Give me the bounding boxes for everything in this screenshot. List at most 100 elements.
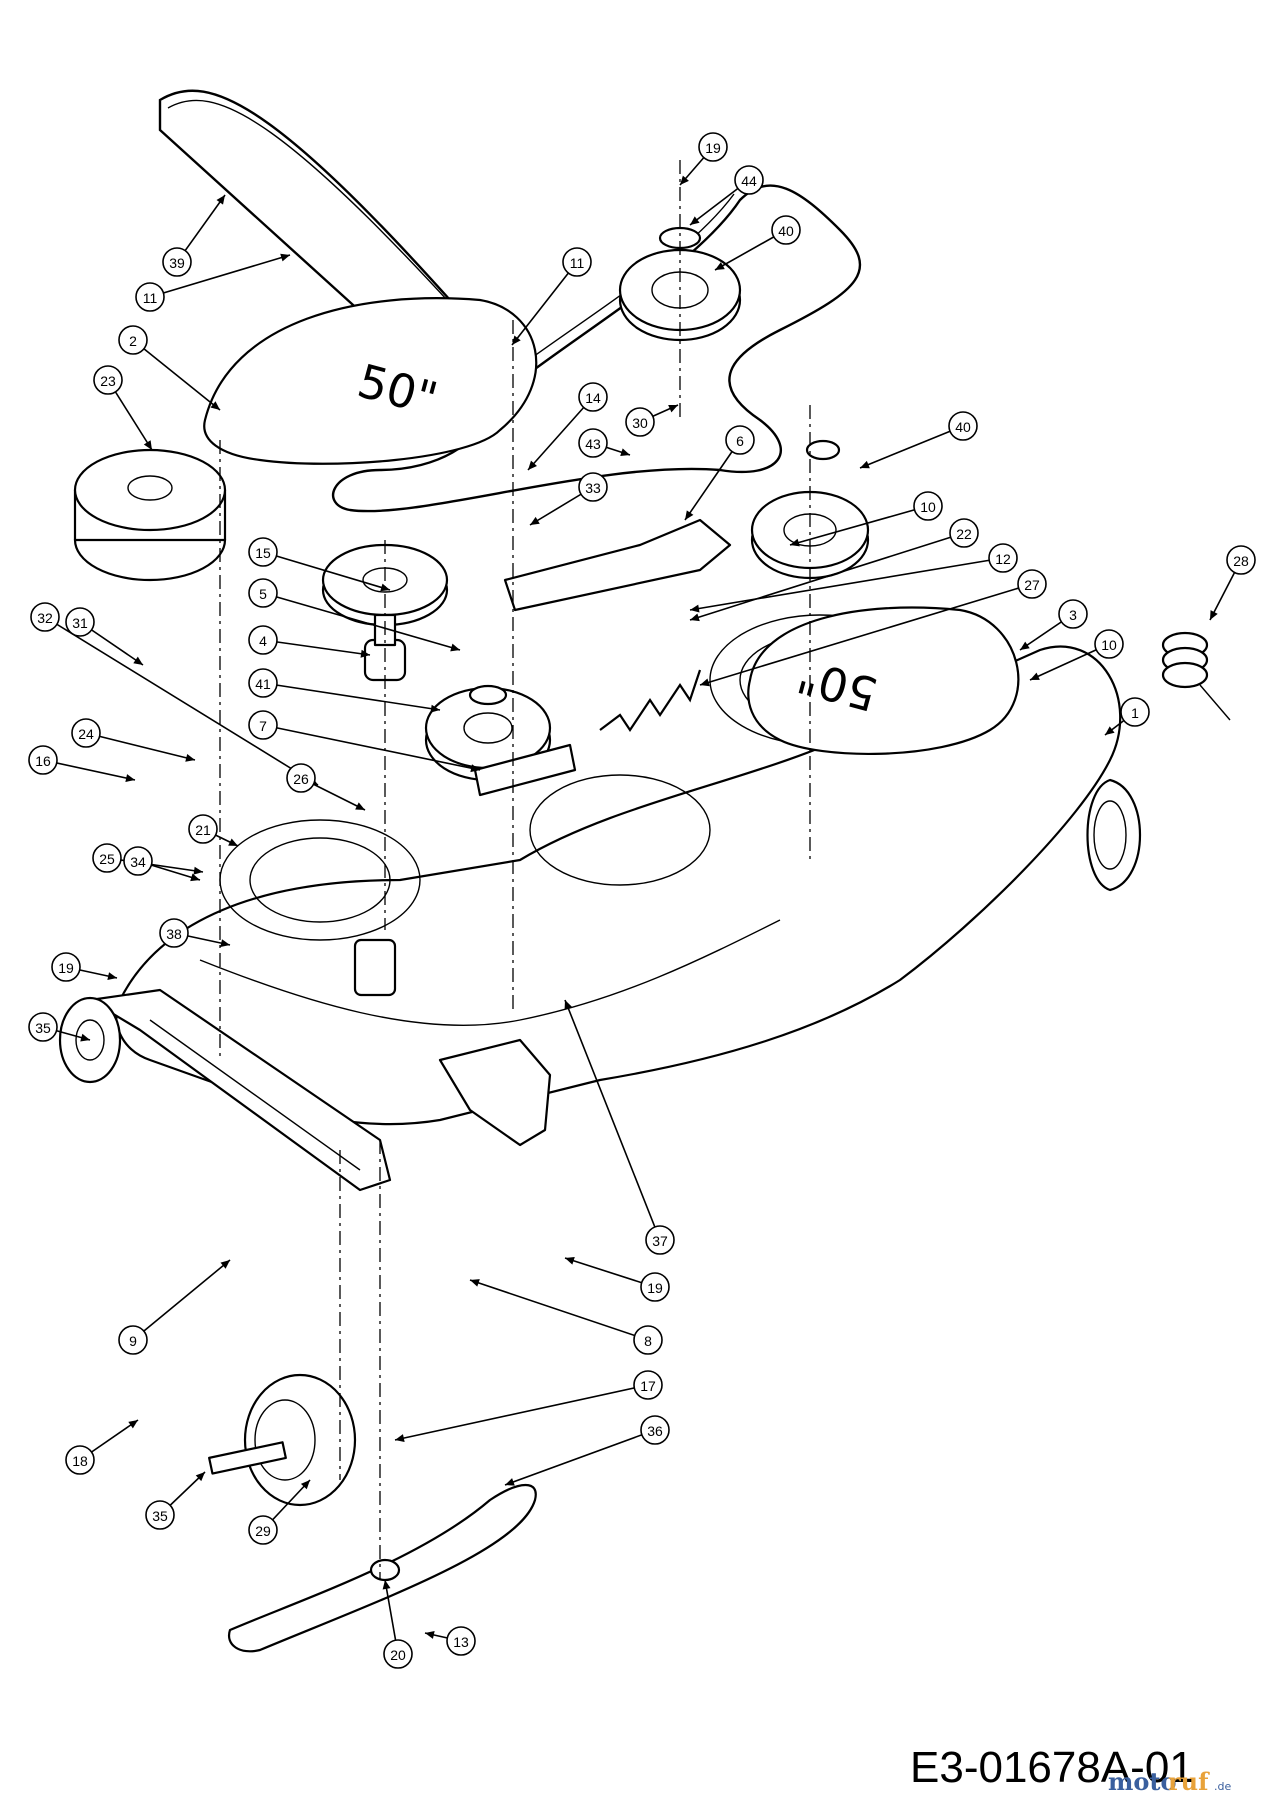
callout-circle <box>65 1445 95 1475</box>
leader-arrowhead <box>185 753 195 762</box>
callouts-layer: 1234567891010111112131415161718191919202… <box>28 132 1256 1669</box>
callout-label: 38 <box>166 926 182 942</box>
leader-arrowhead <box>210 401 220 410</box>
callout-7: 7 <box>248 710 278 740</box>
leader-arrowhead <box>430 704 440 713</box>
callout-circle <box>578 382 608 412</box>
leader-arrowhead <box>470 1279 480 1287</box>
pto-clutch <box>73 448 227 582</box>
leader-arrowhead <box>355 802 365 810</box>
callout-14: 14 <box>578 382 608 412</box>
callout-circle <box>1226 545 1256 575</box>
torsion-spring-28 <box>1161 631 1231 721</box>
callout-label: 11 <box>570 255 585 271</box>
leader-line <box>262 592 461 651</box>
leader-arrowhead <box>300 1480 310 1490</box>
callout-label: 16 <box>35 753 51 769</box>
callout-label: 37 <box>652 1233 668 1249</box>
mower-blade <box>227 1484 537 1653</box>
leader-arrowhead <box>143 440 152 450</box>
callout-43: 43 <box>578 428 608 458</box>
callout-41: 41 <box>248 668 278 698</box>
callout-circle <box>123 846 153 876</box>
callout-label: 23 <box>100 373 116 389</box>
callout-29: 29 <box>248 1515 278 1545</box>
leader-line <box>527 396 594 471</box>
callout-circle <box>162 247 192 277</box>
callout-32: 32 <box>30 602 60 632</box>
leader-line <box>262 682 441 711</box>
leader-arrowhead <box>530 516 540 525</box>
idler-arm <box>473 518 732 797</box>
leader-arrowhead <box>715 262 725 270</box>
leader-arrowhead <box>685 510 694 520</box>
callout-label: 35 <box>35 1020 51 1036</box>
callout-label: 3 <box>1069 607 1077 623</box>
leader-arrowhead <box>450 643 460 652</box>
leader-arrowhead <box>220 1260 230 1269</box>
leader-arrowhead <box>528 460 537 470</box>
leader-arrowhead <box>1020 641 1030 650</box>
callout-label: 1 <box>1131 705 1139 721</box>
callout-3: 3 <box>1058 599 1088 629</box>
callout-12: 12 <box>988 543 1018 573</box>
leader-arrowhead <box>107 972 117 981</box>
leader-arrowhead <box>470 764 480 773</box>
callout-1: 1 <box>1120 697 1150 727</box>
callout-label: 35 <box>152 1508 168 1524</box>
gauge-wheel-29 <box>208 1373 357 1507</box>
callout-circle <box>578 428 608 458</box>
front-wheel-right <box>1086 778 1142 892</box>
callout-19: 19 <box>640 1272 670 1302</box>
leader-line <box>689 557 1004 611</box>
callout-19: 19 <box>698 132 728 162</box>
callout-36: 36 <box>640 1415 670 1445</box>
callout-40: 40 <box>771 215 801 245</box>
callout-label: 30 <box>632 415 648 431</box>
callout-11: 11 <box>562 247 592 277</box>
callout-label: 39 <box>169 255 185 271</box>
callout-circle <box>578 472 608 502</box>
callout-label: 32 <box>37 610 53 626</box>
callout-17: 17 <box>633 1370 663 1400</box>
leader-line <box>504 1429 656 1486</box>
callout-circle <box>725 425 755 455</box>
leader-line <box>85 732 196 761</box>
callout-circle <box>71 718 101 748</box>
callout-33: 33 <box>578 472 608 502</box>
callout-label: 10 <box>920 499 936 515</box>
callout-38: 38 <box>159 918 189 948</box>
callout-35: 35 <box>145 1500 175 1530</box>
leader-line <box>132 1259 231 1341</box>
leader-line <box>44 616 319 786</box>
callout-34: 34 <box>123 846 153 876</box>
leader-arrowhead <box>790 538 800 547</box>
callout-label: 5 <box>259 586 267 602</box>
leader-arrowhead <box>380 583 390 592</box>
callout-circle <box>446 1626 476 1656</box>
leader-line <box>262 551 391 591</box>
leader-line <box>684 439 741 521</box>
callout-circle <box>640 1415 670 1445</box>
leader-arrowhead <box>564 1000 573 1010</box>
leader-arrowhead <box>228 838 238 846</box>
callout-4: 4 <box>248 625 278 655</box>
leader-line <box>262 639 371 656</box>
watermark-suffix: .de <box>1214 1780 1231 1793</box>
leader-line <box>132 339 221 411</box>
leader-arrowhead <box>1210 610 1218 620</box>
assembly-lines <box>219 160 811 1580</box>
belt-cover-right: 50" <box>747 606 1020 756</box>
callout-circle <box>645 1225 675 1255</box>
callout-label: 19 <box>647 1280 663 1296</box>
callout-10: 10 <box>913 491 943 521</box>
callout-circle <box>248 537 278 567</box>
callout-circle <box>698 132 728 162</box>
callout-label: 40 <box>778 223 794 239</box>
callout-6: 6 <box>725 425 755 455</box>
callout-circle <box>118 1325 148 1355</box>
leader-arrowhead <box>360 649 370 658</box>
callout-label: 18 <box>72 1453 88 1469</box>
callout-label: 7 <box>259 718 267 734</box>
